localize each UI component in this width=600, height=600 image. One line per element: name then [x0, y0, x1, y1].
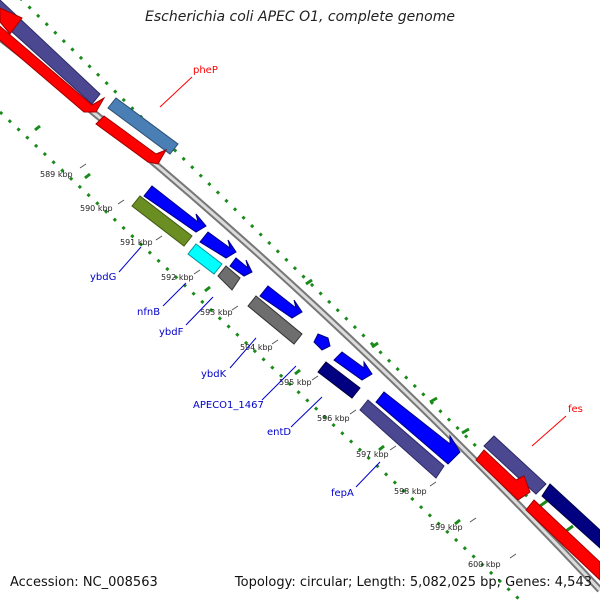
label-ybdf[interactable]: ybdF: [159, 327, 184, 338]
kbp-label: 590 kbp: [80, 204, 113, 213]
label-entd[interactable]: entD: [267, 427, 291, 438]
gene-phep-slate[interactable]: [0, 0, 101, 105]
gene-forward-7[interactable]: [375, 391, 461, 465]
label-apeco1-1467[interactable]: APECO1_1467: [193, 400, 264, 411]
genome-backbone: [0, 35, 600, 593]
kbp-label: 594 kbp: [240, 343, 273, 352]
gene-ybdf[interactable]: [217, 265, 241, 291]
gene-forward-6[interactable]: [333, 351, 373, 381]
gene-fepa[interactable]: [359, 399, 445, 479]
gene-fes[interactable]: [475, 449, 531, 501]
genome-summary-text: Topology: circular; Length: 5,082,025 bp…: [234, 575, 592, 590]
gene-phep[interactable]: [107, 97, 179, 155]
kbp-label: 596 kbp: [317, 414, 350, 423]
gene-forward-2[interactable]: [199, 231, 237, 259]
gene-apeco1-1467[interactable]: [317, 361, 361, 399]
label-fepa[interactable]: fepA: [331, 488, 354, 499]
gene-phep-red-2[interactable]: [95, 115, 168, 165]
label-ybdg[interactable]: ybdG: [90, 272, 116, 283]
kbp-label: 599 kbp: [430, 523, 463, 532]
kbp-label: 597 kbp: [356, 450, 389, 459]
gene-phep-forward[interactable]: [0, 22, 106, 113]
label-fes[interactable]: fes: [568, 404, 583, 415]
kbp-label: 598 kbp: [394, 487, 427, 496]
kbp-label: 592 kbp: [161, 273, 194, 282]
kbp-labels: 589 kbp 590 kbp 591 kbp 592 kbp 593 kbp …: [40, 170, 501, 569]
kbp-label: 595 kbp: [279, 378, 312, 387]
label-phep[interactable]: pheP: [193, 65, 218, 76]
gene-features: [0, 0, 600, 581]
label-nfnb[interactable]: nfnB: [137, 307, 160, 318]
label-ybdk[interactable]: ybdK: [201, 369, 227, 380]
gene-fes-slate[interactable]: [483, 435, 547, 495]
gene-nfnb[interactable]: [187, 243, 223, 275]
gene-red-right[interactable]: [525, 499, 600, 581]
label-leaders: [118, 76, 567, 488]
gene-labels: pheP fes ybdG nfnB ybdF ybdK APECO1_1467…: [90, 65, 583, 499]
kbp-label: 593 kbp: [200, 308, 233, 317]
accession-text: Accession: NC_008563: [10, 575, 158, 590]
gene-forward-1[interactable]: [143, 185, 207, 233]
gene-navy-right[interactable]: [541, 483, 600, 549]
kbp-label: 600 kbp: [468, 560, 501, 569]
kbp-label: 589 kbp: [40, 170, 73, 179]
kbp-ticks: [79, 163, 517, 559]
gene-ybdg[interactable]: [131, 195, 193, 247]
kbp-label: 591 kbp: [120, 238, 153, 247]
gc-content-bars: [34, 124, 574, 533]
gene-forward-5[interactable]: [313, 333, 331, 351]
gene-ybdk[interactable]: [247, 295, 303, 345]
map-title: Escherichia coli APEC O1, complete genom…: [145, 9, 455, 25]
gene-red-left[interactable]: [0, 7, 23, 35]
gene-forward-4[interactable]: [259, 285, 303, 319]
gene-forward-3[interactable]: [229, 257, 253, 277]
